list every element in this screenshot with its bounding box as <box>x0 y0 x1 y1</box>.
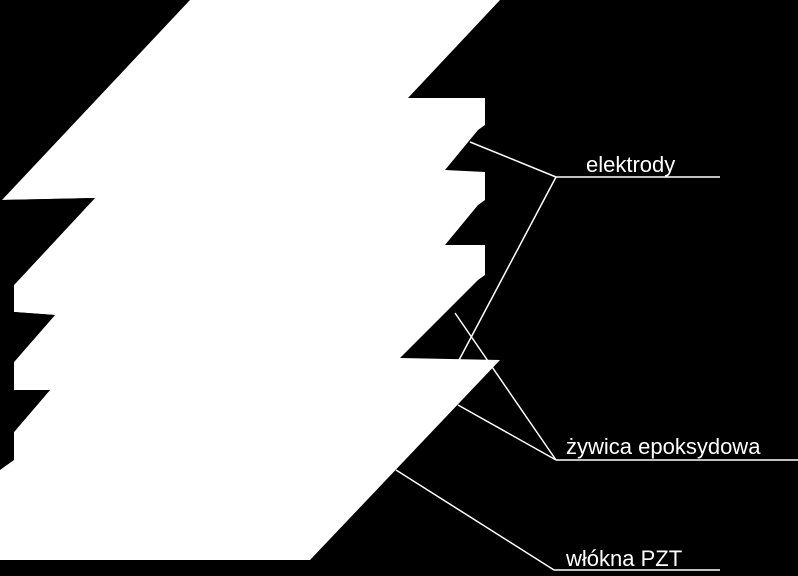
label-epoxy: żywica epoksydowa <box>566 434 761 459</box>
leader-electrodes-2 <box>457 176 557 363</box>
leader-epoxy-2 <box>457 404 557 461</box>
leader-electrodes-1 <box>469 141 557 178</box>
gap-lower <box>0 390 50 432</box>
label-electrodes: elektrody <box>586 152 675 177</box>
layer-stack <box>0 0 500 560</box>
gap-mid <box>0 312 55 362</box>
leader-epoxy-1 <box>454 312 557 461</box>
label-pzt-fibers: włókna PZT <box>565 546 682 571</box>
leader-lines <box>395 141 798 571</box>
top-electrode-layer <box>0 0 500 560</box>
leader-pzt <box>395 469 555 571</box>
gap-upper <box>0 198 95 290</box>
layer-gaps <box>0 198 95 432</box>
